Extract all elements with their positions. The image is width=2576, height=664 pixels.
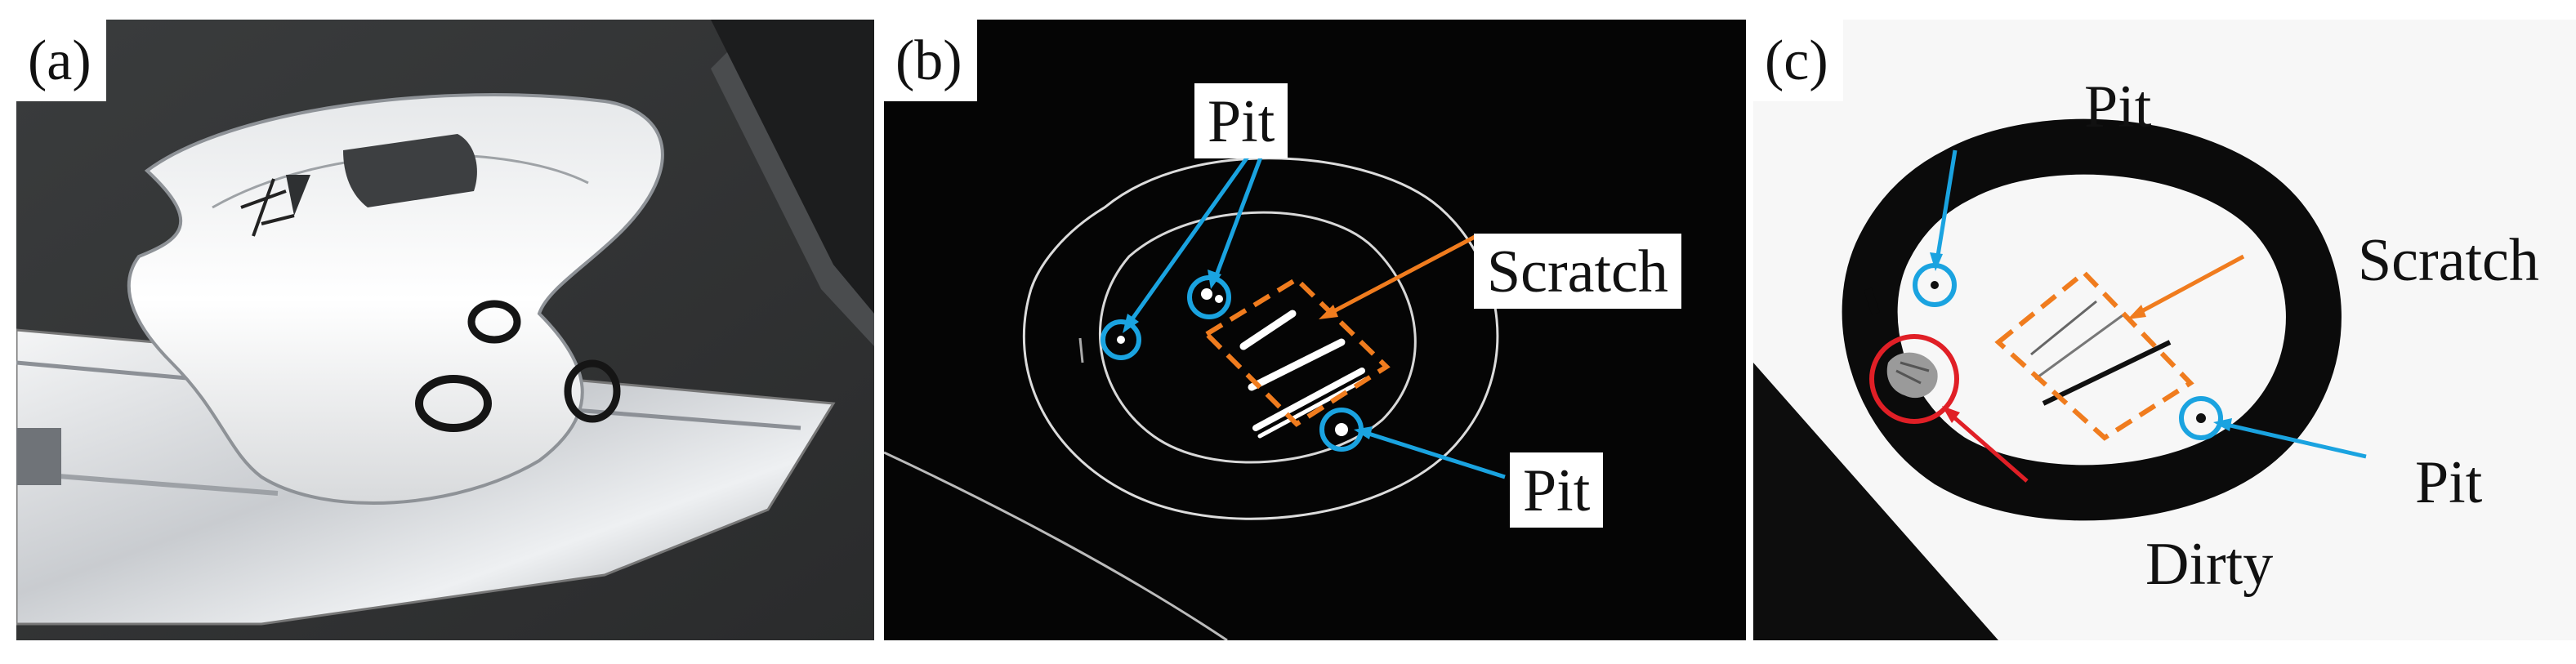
scratch-label: Scratch [2358,227,2539,294]
scratch-label: Scratch [1474,234,1681,309]
scratch-line [1248,338,1346,391]
scratch-line [1252,368,1365,431]
dirty-label: Dirty [2145,531,2274,598]
panel-a-label: (a) [16,20,106,101]
pit-marker [2179,396,2223,440]
outer-contour [1022,157,1499,520]
panel-a-photo: (a) [16,20,874,640]
panel-c-binary-map: (c) Pit Scratch Pit Dirty [1753,20,2576,640]
panel-c-label: (c) [1753,20,1843,101]
scratch-line [1239,310,1297,350]
pit-label: Pit [1194,83,1288,158]
dirty-marker [1869,334,1959,424]
chrome-part-photo [16,20,874,640]
scratch-marker [1994,269,2194,441]
panel-b-edge-map: (b) Pit Scratch Pit [884,20,1746,640]
inner-contour [1098,211,1417,464]
dark-ring [1842,118,2342,521]
pit-label: Pit [2415,449,2483,516]
binary-image [1753,20,2576,640]
pit-marker [1100,319,1141,360]
pit-label: Pit [2084,74,2152,140]
edge-detection-image [884,20,1746,640]
scratch-marker [1203,276,1391,427]
panel-b-label: (b) [884,20,977,101]
pit-label: Pit [1510,452,1604,528]
